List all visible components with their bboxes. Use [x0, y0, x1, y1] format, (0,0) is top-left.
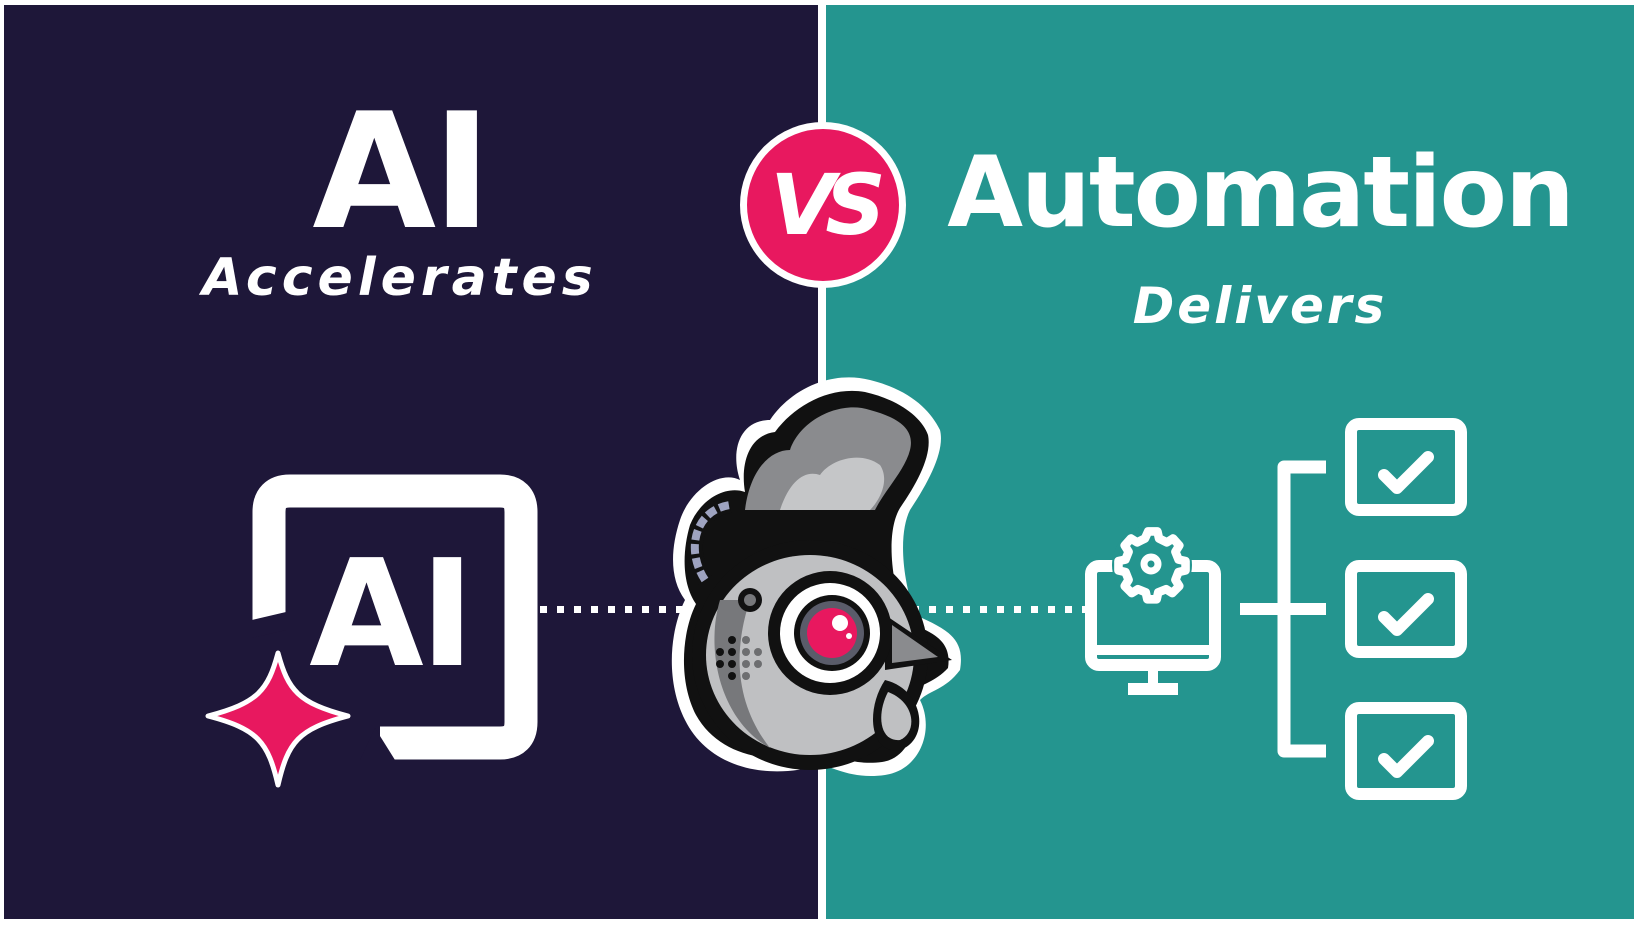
automation-subtitle: Delivers	[1132, 277, 1388, 335]
ai-title: AI	[312, 78, 491, 265]
robot-chicken-mascot	[671, 377, 961, 777]
monitor-gear-icon	[1085, 525, 1221, 695]
ai-chip-icon	[252, 474, 538, 760]
connector-dots-right	[912, 606, 1088, 613]
connector-dots-left	[540, 606, 700, 613]
vs-label: VS	[770, 156, 886, 254]
sparkle-star-icon	[205, 650, 351, 788]
right-panel	[826, 5, 1634, 919]
branch-connector	[1240, 460, 1326, 758]
speaker-dots	[716, 636, 736, 680]
left-panel	[4, 5, 818, 919]
checkbox-1	[1345, 418, 1467, 516]
automation-title: Automation	[947, 136, 1575, 250]
checkbox-2	[1345, 560, 1467, 658]
gear-icon	[1114, 527, 1190, 604]
vs-badge: VS	[740, 122, 906, 288]
ai-chip-label: AI	[309, 528, 475, 700]
checkbox-3	[1345, 702, 1467, 800]
ai-subtitle: Accelerates	[202, 248, 598, 308]
checklist	[1345, 418, 1467, 800]
